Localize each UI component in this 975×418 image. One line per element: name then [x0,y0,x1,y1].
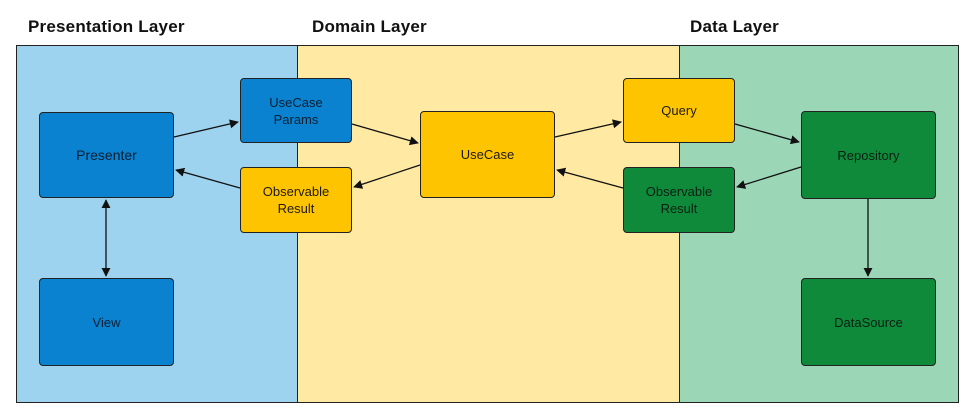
query-node: Query [623,78,735,143]
presenter-node: Presenter [39,112,174,198]
domain-layer-title: Domain Layer [312,17,427,36]
usecase-params-node: UseCase Params [240,78,352,143]
observable-result-data-node: Observable Result [623,167,735,233]
view-node: View [39,278,174,366]
data-layer-title: Data Layer [690,17,779,36]
datasource-node: DataSource [801,278,936,366]
repository-node: Repository [801,111,936,199]
observable-result-domain-node: Observable Result [240,167,352,233]
domain-layer-band [297,45,679,403]
presentation-layer-title: Presentation Layer [28,17,185,36]
usecase-node: UseCase [420,111,555,198]
